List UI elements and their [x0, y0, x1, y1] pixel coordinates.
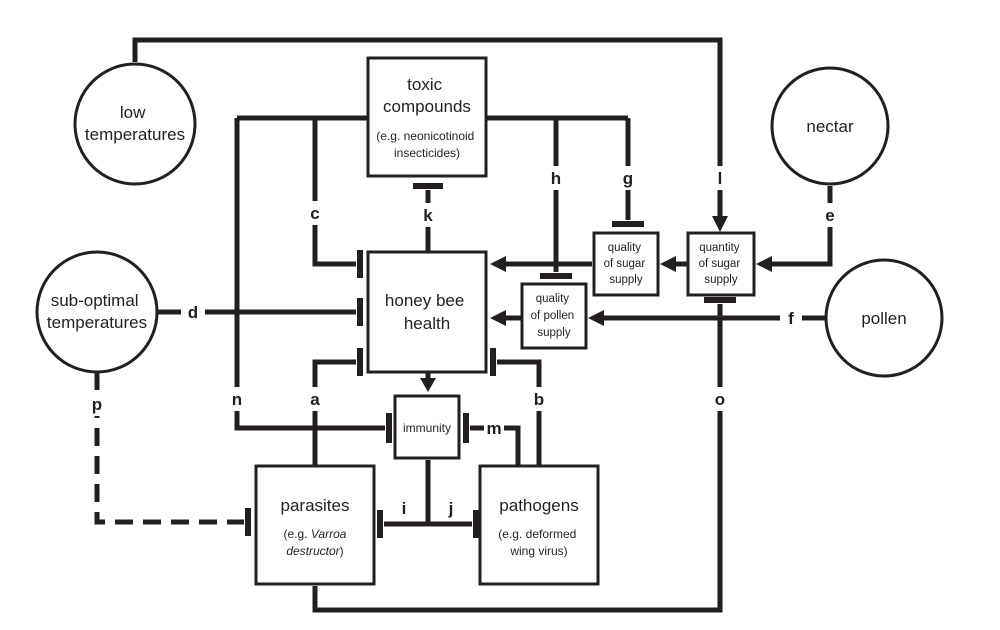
quality-pollen-supply-line-1: quality: [536, 293, 569, 305]
node-pollen: pollen: [824, 258, 944, 378]
edge-e-arrowhead: [756, 256, 772, 272]
parasites-subtitle-2: destructor): [286, 544, 343, 558]
honey-bee-health-line-1: honey bee: [385, 291, 464, 310]
edge-sugar-health-arrowhead: [490, 256, 506, 272]
pathogens-title: pathogens: [499, 496, 578, 515]
parasites-subtitle-1-italic: Varroa: [311, 527, 347, 541]
toxic-compounds-subtitle-2: insecticides): [394, 146, 460, 160]
node-quantity-sugar-supply: quantity of sugar supply: [686, 231, 756, 297]
parasites-subtitle-1-prefix: (e.g.: [284, 527, 311, 541]
svg-text:quantity of sugar: quantity of sugar supply: [699, 242, 744, 286]
edge-label-l: l: [718, 169, 723, 188]
edge-l-arrowhead: [712, 216, 728, 232]
node-sub-optimal-temperatures: sub-optimal temperatures: [35, 250, 159, 374]
quality-sugar-supply-line-1: quality: [608, 242, 641, 254]
svg-text:quality of sugar s: quality of sugar supply: [604, 242, 649, 286]
pollen-label: pollen: [861, 309, 906, 328]
quality-pollen-supply-line-2: of pollen: [531, 310, 574, 322]
svg-text:(e.g. neonicotinoid inse: (e.g. neonicotinoid insecticides): [376, 129, 477, 160]
edge-o-line: [312, 304, 723, 613]
node-quality-sugar-supply: quality of sugar supply: [592, 231, 660, 297]
toxic-compounds-title-2: compounds: [383, 97, 471, 116]
parasites-subtitle-1: (e.g. Varroa: [284, 527, 347, 541]
parasites-subtitle-2-suffix: ): [340, 544, 344, 558]
pathogens-subtitle-1: (e.g. deformed: [498, 527, 576, 541]
sub-optimal-temperatures-line-1: sub-optimal: [51, 291, 139, 310]
node-parasites: parasites (e.g. Varroa destructor): [254, 464, 376, 586]
honey-bee-health-line-2: health: [404, 314, 450, 333]
svg-text:toxic compounds: toxic compounds: [383, 75, 471, 116]
node-honey-bee-health: honey bee health: [366, 250, 488, 374]
svg-text:low temperatures: low temperatures: [85, 103, 185, 144]
node-toxic-compounds: toxic compounds (e.g. neonicotinoid inse…: [366, 56, 488, 178]
edge-health-immunity-arrowhead: [420, 378, 436, 392]
low-temperatures-line-1: low: [120, 103, 146, 122]
edge-label-a: a: [310, 390, 320, 409]
edge-n-line: [234, 118, 385, 431]
edge-label-f: f: [788, 309, 794, 328]
edge-f-arrowhead: [588, 310, 604, 326]
edge-letter-labels: c k h g l e d f n a b o m p i j: [86, 166, 841, 518]
node-quality-pollen-supply: quality of pollen supply: [520, 282, 588, 350]
edge-quantity-quality-arrowhead: [660, 256, 676, 272]
edge-label-i: i: [402, 499, 407, 518]
quality-sugar-supply-line-3: supply: [609, 274, 642, 286]
quality-sugar-supply-line-2: of sugar: [604, 258, 646, 270]
edge-label-o: o: [715, 390, 725, 409]
edge-label-k: k: [423, 206, 433, 225]
toxic-compounds-title-1: toxic: [407, 75, 442, 94]
edge-label-j: j: [448, 499, 454, 518]
quantity-sugar-supply-line-1: quantity: [699, 242, 740, 254]
low-temperatures-line-2: temperatures: [85, 125, 185, 144]
immunity-label: immunity: [403, 421, 451, 435]
node-low-temperatures: low temperatures: [73, 62, 197, 186]
parasites-subtitle-2-italic: destructor: [286, 544, 340, 558]
node-nectar: nectar: [770, 66, 890, 186]
edge-label-c: c: [310, 204, 319, 223]
edge-l-line: [132, 37, 723, 218]
quantity-sugar-supply-line-2: of sugar: [699, 258, 741, 270]
node-immunity: immunity: [393, 394, 461, 460]
edge-label-p: p: [92, 395, 102, 414]
sub-optimal-temperatures-line-2: temperatures: [47, 313, 147, 332]
node-pathogens: pathogens (e.g. deformed wing virus): [478, 464, 600, 586]
edge-p-line: [94, 372, 244, 525]
edge-label-n: n: [232, 390, 242, 409]
edge-label-g: g: [623, 169, 633, 188]
nectar-label: nectar: [806, 117, 854, 136]
edge-label-d: d: [188, 303, 198, 322]
parasites-title: parasites: [281, 496, 350, 515]
edge-label-e: e: [825, 206, 834, 225]
edge-a-line: [312, 359, 356, 466]
edge-pollen-health-arrowhead: [490, 310, 506, 326]
edge-label-h: h: [551, 169, 561, 188]
svg-text:sub-optimal temperatures: sub-optimal temperatures: [47, 291, 147, 332]
edge-b-line: [497, 359, 542, 466]
quantity-sugar-supply-line-3: supply: [704, 274, 737, 286]
svg-text:quality of pollen: quality of pollen supply: [531, 293, 578, 339]
svg-text:(e.g. deformed wing viru: (e.g. deformed wing virus): [498, 527, 579, 558]
edge-label-b: b: [534, 390, 544, 409]
edge-c-line: [312, 118, 356, 267]
edge-label-m: m: [486, 419, 501, 438]
svg-text:honey bee health: honey bee health: [385, 291, 469, 333]
toxic-compounds-subtitle-1: (e.g. neonicotinoid: [376, 129, 474, 143]
pathogens-subtitle-2: wing virus): [509, 544, 567, 558]
quality-pollen-supply-line-3: supply: [537, 327, 570, 339]
